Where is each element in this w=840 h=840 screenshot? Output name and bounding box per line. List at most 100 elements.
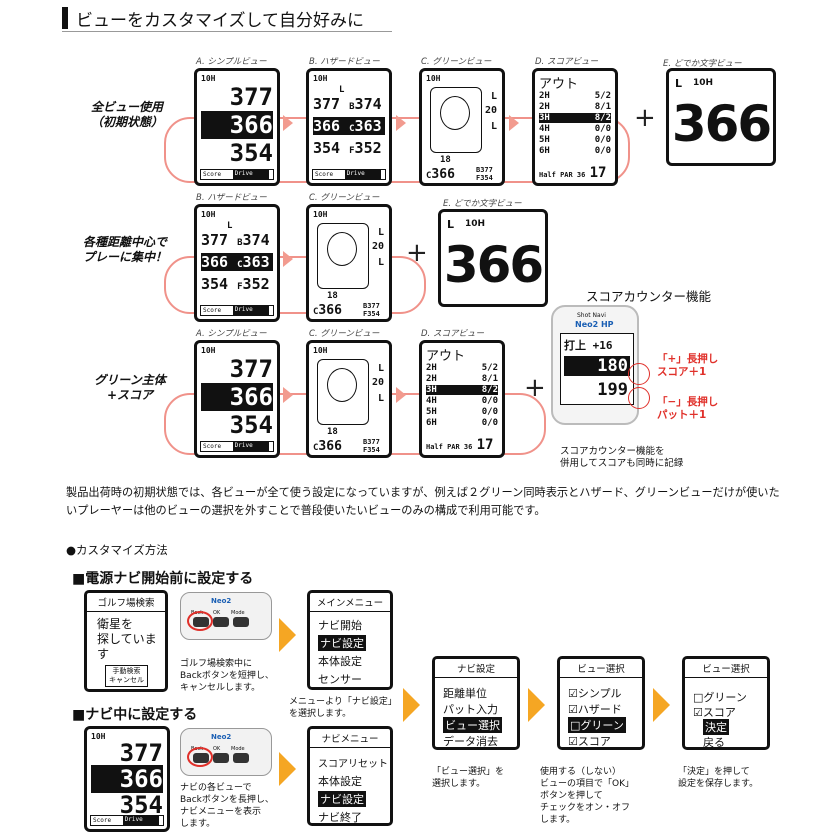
menu-item-navi-end[interactable]: ナビ終了 — [318, 811, 362, 824]
value-far: 377 — [229, 83, 273, 111]
label-score: D. スコアビュー — [535, 57, 598, 67]
device-brand: Neo2 — [211, 597, 232, 605]
back-item[interactable]: 戻る — [703, 736, 725, 749]
label-green: C. グリーンビュー — [421, 57, 492, 67]
score-hole: 3H — [539, 113, 550, 123]
big-hole: 10H — [693, 78, 714, 88]
score-val: 0/0 — [481, 407, 498, 417]
step-arrow — [528, 688, 545, 722]
mode-button[interactable] — [233, 753, 249, 763]
flow-arrow — [396, 115, 406, 131]
plus-sign: + — [634, 103, 656, 133]
score-title: アウト — [426, 349, 466, 364]
screen-top: 10H — [201, 210, 216, 219]
section-before-navi: ■電源ナビ開始前に設定する — [72, 571, 254, 587]
mode-button[interactable] — [233, 617, 249, 627]
score-total: 17 — [589, 165, 607, 181]
menu-item-score-reset[interactable]: スコアリセット — [318, 759, 388, 770]
checkbox-simple[interactable]: ☑シンプル — [568, 687, 622, 700]
foot-drive: Drive — [344, 170, 381, 179]
confirm-note: 「決定」を押して 設定を保存します。 — [678, 767, 759, 789]
menu-item-navi-settings[interactable]: ナビ設定 — [318, 791, 366, 807]
hazard-c: C — [349, 124, 355, 134]
green-side-1: L — [490, 91, 497, 102]
row3-label: グリーン主体 +スコア — [94, 373, 166, 402]
score-val: 8/2 — [481, 385, 498, 395]
green-front2: 354 — [367, 310, 380, 318]
label-green: C. グリーンビュー — [309, 193, 380, 203]
ok-label: OK — [213, 610, 221, 616]
foot-score: Score — [203, 307, 222, 314]
step-arrow — [279, 752, 296, 786]
foot-score: Score — [203, 171, 222, 178]
ok-button[interactable] — [213, 617, 229, 627]
score-hole: 4H — [426, 396, 437, 406]
step-arrow — [279, 618, 296, 652]
screen-top: 10H — [201, 346, 216, 355]
flow-arrow — [396, 387, 406, 403]
ok-button[interactable] — [213, 753, 229, 763]
step-arrow — [403, 688, 420, 722]
checkbox-score[interactable]: ☑スコア — [693, 706, 736, 719]
green-dist: 18 — [327, 427, 338, 437]
score-hole: 6H — [539, 146, 550, 156]
score-hole: 3H — [426, 385, 437, 395]
green-shape — [327, 232, 357, 266]
checkbox-score[interactable]: ☑スコア — [568, 735, 611, 748]
hazard-v5: 354 — [201, 275, 229, 293]
checkbox-green[interactable]: □グリーン — [568, 717, 626, 733]
menu-item-distance-unit[interactable]: 距離単位 — [443, 687, 487, 700]
score-half: Half — [426, 443, 443, 451]
screen-footer: Score Drive — [200, 305, 274, 316]
ok-label: OK — [213, 746, 221, 752]
score-val: 8/1 — [481, 374, 498, 384]
hole-map — [317, 359, 369, 425]
screen-view-select: ビュー選択 ☑シンプル ☑ハザード □グリーン ☑スコア — [557, 656, 645, 750]
screen-big: L 10H 366 — [438, 209, 548, 307]
hazard-b: B — [349, 102, 355, 112]
menu-item-putt-input[interactable]: パット入力 — [443, 703, 498, 716]
checkbox-hazard[interactable]: ☑ハザード — [568, 703, 622, 716]
foot-drive: Drive — [232, 306, 269, 315]
main-menu-title: メインメニュー — [310, 595, 390, 612]
green-front2: 354 — [480, 174, 493, 182]
hazard-l: L — [227, 221, 233, 231]
header-bar — [62, 7, 68, 29]
big-l: L — [675, 77, 683, 90]
menu-item-navi-settings[interactable]: ナビ設定 — [318, 635, 366, 651]
screen-top: 10H — [313, 74, 328, 83]
green-dist: 18 — [440, 155, 451, 165]
menu-item-sensor[interactable]: センサー — [318, 673, 362, 686]
value-mid: 366 — [201, 383, 273, 411]
menu-item-view-select[interactable]: ビュー選択 — [443, 717, 502, 733]
screen-score: アウト 2H 5/2 2H 8/1 3H 8/2 4H 0/0 5H 0/0 6… — [419, 340, 505, 458]
label-simple: A. シンプルビュー — [196, 57, 267, 67]
score-hole: 2H — [426, 374, 437, 384]
value-near: 354 — [229, 139, 273, 167]
green-back: 377 — [367, 302, 380, 310]
menu-item-navi-start[interactable]: ナビ開始 — [318, 619, 362, 632]
score-title: アウト — [539, 77, 579, 92]
hazard-c: C — [237, 260, 243, 270]
counter-line3: 199 — [597, 380, 628, 400]
counter-plus-label: 「+」長押し スコア＋1 — [657, 353, 719, 378]
plus-sign: + — [524, 373, 546, 403]
counter-title: スコアカウンター機能 — [586, 289, 712, 304]
score-hole: 5H — [426, 407, 437, 417]
foot-drive: Drive — [122, 816, 159, 825]
menu-item-device-settings[interactable]: 本体設定 — [318, 655, 362, 668]
foot-score: Score — [93, 817, 112, 824]
menu-item-device-settings[interactable]: 本体設定 — [318, 775, 362, 788]
checkbox-green[interactable]: □グリーン — [693, 691, 747, 704]
confirm-button[interactable]: 決定 — [703, 719, 729, 735]
green-f: F — [363, 446, 368, 454]
menu-item-data-erase[interactable]: データ消去 — [443, 735, 498, 748]
counter-caption: スコアカウンター機能を 併用してスコアも同時に記録 — [560, 446, 684, 469]
score-val: 0/0 — [481, 396, 498, 406]
hazard-v3: 366 — [201, 253, 229, 271]
green-front: 366 — [431, 167, 455, 182]
value-near: 354 — [119, 791, 163, 819]
counter-line1: 打上 +16 — [564, 339, 613, 352]
